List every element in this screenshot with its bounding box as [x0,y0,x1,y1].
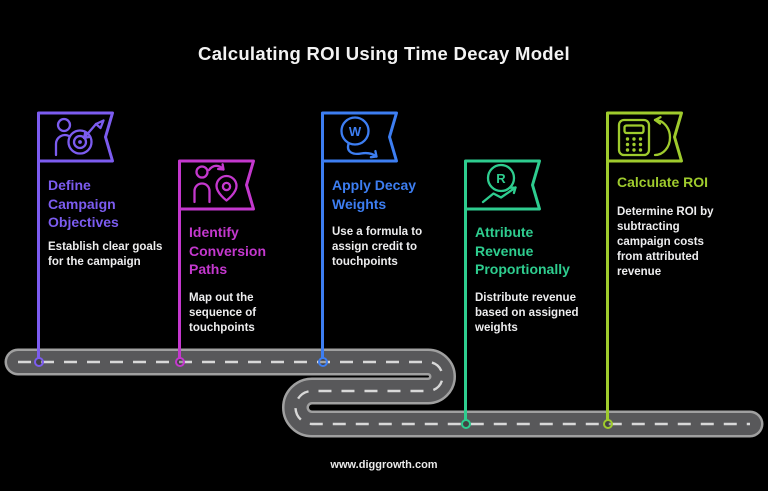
road-marker-dot [317,357,328,367]
road-asphalt [7,351,761,435]
person-location-pin-icon [178,159,255,211]
flag-pole [321,112,324,359]
road-center-line [18,360,750,426]
page-title: Calculating ROI Using Time Decay Model [198,43,570,64]
step-title: Attribute Revenue Proportionally [475,224,570,277]
step-description: Establish clear goals for the campaign [48,241,163,268]
step-title: Define Campaign Objectives [48,177,119,230]
flag-pole [37,112,40,359]
road-marker-dot [174,357,185,367]
step-title: Apply Decay Weights [332,177,417,212]
step-title: Calculate ROI [617,174,709,190]
revenue-growth-icon: R [464,159,541,211]
flag-pole [606,112,609,421]
website-url: www.diggrowth.com [330,459,438,471]
flag-pole [464,160,467,421]
step-title: Identify Conversion Paths [189,224,267,277]
flag-pole [178,160,181,359]
road-marker-dot [460,419,471,429]
svg-text:W: W [349,124,362,139]
person-target-icon [37,111,114,163]
road-marker-dot [602,419,613,429]
road-marker-dot [33,357,44,367]
step-description: Determine ROI by subtracting campaign co… [617,206,714,278]
weight-decay-arrow-icon: W [321,111,398,163]
svg-text:R: R [496,171,506,186]
step-description: Distribute revenue based on assigned wei… [475,292,579,334]
step-description: Use a formula to assign credit to touchp… [332,226,423,268]
calculator-refresh-icon [606,111,683,163]
step-description: Map out the sequence of touchpoints [189,292,257,334]
